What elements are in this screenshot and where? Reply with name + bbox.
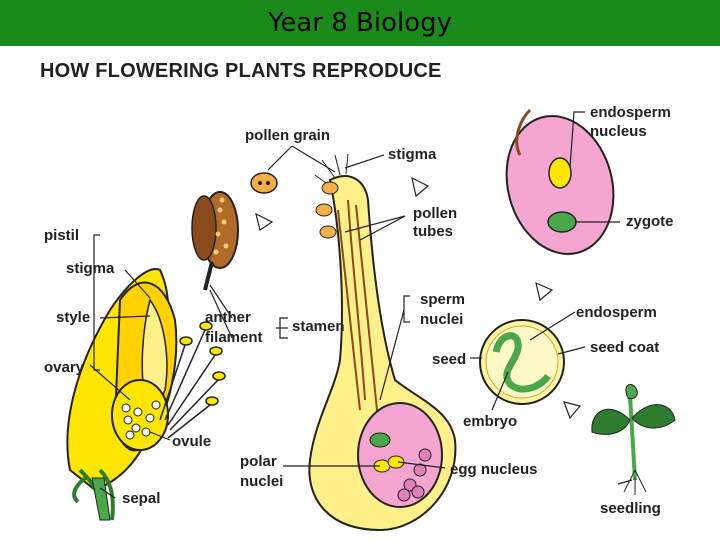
label-endosperm: endosperm xyxy=(576,304,657,321)
label-ovary: ovary xyxy=(44,359,85,376)
label-ovule: ovule xyxy=(172,433,211,450)
label-endosperm-nucleus-line1: endosperm xyxy=(590,104,671,121)
label-filament: filament xyxy=(205,329,263,346)
label-embryo: embryo xyxy=(463,413,517,430)
title-bar xyxy=(0,0,720,46)
diagram-title: HOW FLOWERING PLANTS REPRODUCE xyxy=(40,60,442,82)
label-stamen: stamen xyxy=(292,318,345,335)
label-egg-nucleus: egg nucleus xyxy=(450,461,538,478)
label-sperm: sperm xyxy=(420,291,465,308)
label-pollen-grain: pollen grain xyxy=(245,127,330,144)
label-stigma-left: stigma xyxy=(66,260,115,277)
label-seed-coat: seed coat xyxy=(590,339,659,356)
label-sepal: sepal xyxy=(122,490,160,507)
label-pollen: pollen xyxy=(413,205,457,222)
label-sperm-nuclei: nuclei xyxy=(420,311,463,328)
label-seed: seed xyxy=(432,351,466,368)
step-arrows xyxy=(255,176,582,420)
label-stigma-top: stigma xyxy=(388,146,437,163)
label-zygote: zygote xyxy=(626,213,674,230)
anther-illustration xyxy=(191,191,239,291)
label-tubes: tubes xyxy=(413,223,453,240)
label-anther: anther xyxy=(205,309,251,326)
label-polar: polar xyxy=(240,453,277,470)
label-endosperm-nucleus-line2: nucleus xyxy=(590,123,647,140)
label-pistil: pistil xyxy=(44,227,79,244)
leader-lines xyxy=(89,111,633,499)
label-polar-nuclei: nuclei xyxy=(240,473,283,490)
seedling-illustration xyxy=(591,383,676,495)
pistil-cross-section xyxy=(308,153,457,532)
flower-illustration xyxy=(66,268,226,521)
label-seedling: seedling xyxy=(600,500,661,517)
pollen-grain-illustration xyxy=(250,172,278,194)
diagram-labels: pollen grain stigma pollen tubes pistil … xyxy=(44,104,674,517)
seed-illustration xyxy=(479,319,565,405)
label-style: style xyxy=(56,309,90,326)
page-title: Year 8 Biology xyxy=(267,8,453,38)
fertilised-ovule xyxy=(505,108,615,255)
